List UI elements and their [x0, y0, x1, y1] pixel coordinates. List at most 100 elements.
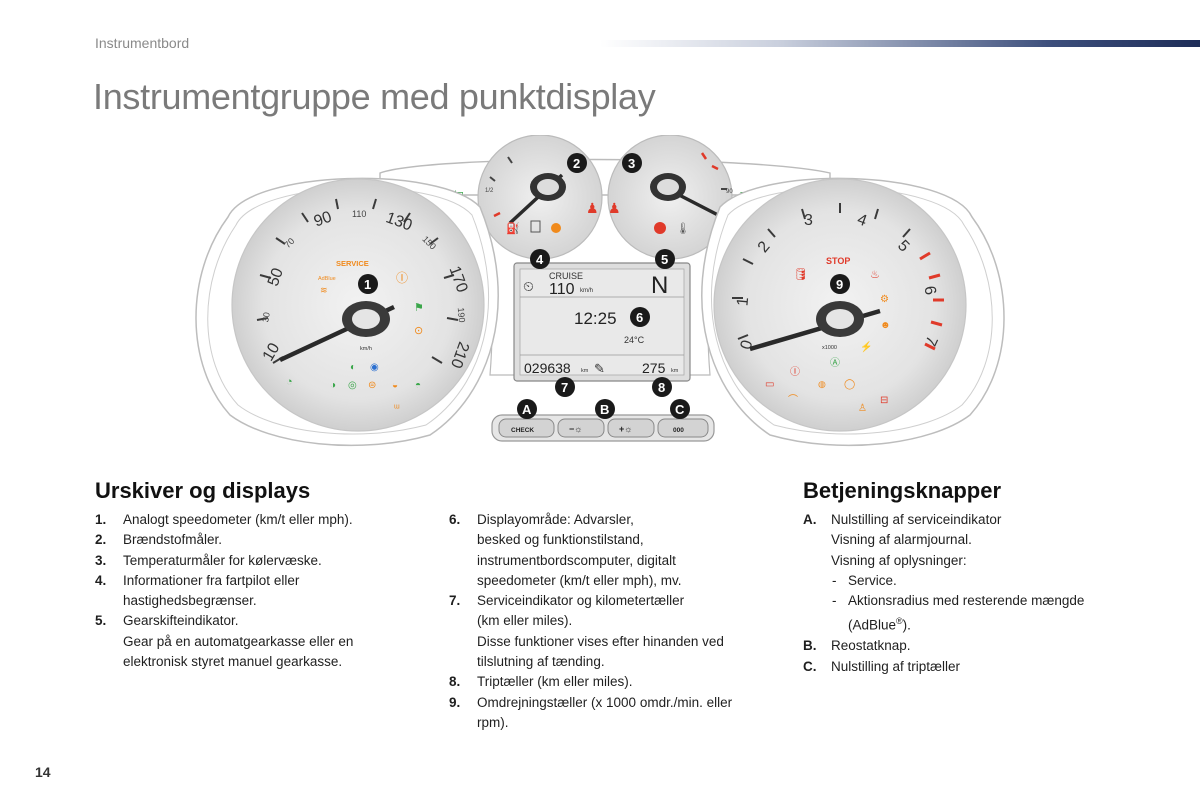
svg-text:9: 9: [836, 277, 843, 292]
callout-1: 1: [358, 274, 378, 294]
dimmer-minus-button[interactable]: −☼: [557, 418, 605, 438]
list-subitem-range: -Aktionsradius med resterende mængde: [832, 593, 1085, 609]
speedo-tick-190: 190: [456, 307, 467, 323]
tachometer-red-zone: [919, 251, 944, 351]
abs-orange-icon: ◍: [818, 379, 826, 389]
speedo-unit-label: km/h: [360, 346, 372, 352]
speedo-tick-10: 10: [260, 340, 284, 364]
temp-tick-90: 90: [726, 189, 733, 195]
svg-text:1: 1: [364, 277, 371, 292]
list-subitem-adblue: (AdBlue®).: [848, 616, 911, 633]
tyre-pressure-icon: Ⓘ: [396, 271, 408, 285]
tacho-stop-label: STOP: [826, 256, 850, 266]
callout-5: 5: [655, 249, 675, 269]
display-cruise-speed: 110: [549, 281, 575, 298]
cruise-control-icon: ⏲: [523, 278, 534, 294]
speedometer-needle: [279, 301, 395, 363]
dipped-beam-icon: ◓: [415, 380, 421, 391]
svg-text:−☼: −☼: [569, 424, 583, 434]
pre-heat-icon: ᵚ: [394, 403, 400, 414]
brake-wear-icon: ◯: [844, 379, 855, 390]
parking-brake-icon: ⊟: [880, 395, 888, 406]
list-column-3: A. Nulstilling af serviceindikator Visni…: [803, 510, 1143, 677]
svg-text:2: 2: [573, 156, 580, 171]
svg-text:5: 5: [661, 252, 668, 267]
battery-icon: ▭: [765, 379, 774, 390]
callout-4: 4: [530, 249, 550, 269]
page-title: Instrumentgruppe med punktdisplay: [93, 76, 656, 117]
front-fog-icon: ◑: [330, 380, 336, 391]
heading-dials-displays: Urskiver og displays: [95, 478, 311, 503]
seat-icon: ♙: [858, 403, 867, 414]
svg-text:CHECK: CHECK: [511, 427, 534, 434]
seatbelt-warning-icon: ♟: [586, 200, 599, 216]
svg-text:A: A: [522, 402, 532, 417]
fog-orange-icon: ◒: [392, 380, 398, 391]
tachometer-tick-marks: [732, 203, 911, 340]
check-button[interactable]: CHECK: [498, 418, 555, 438]
list-item-c: C.Nulstilling af triptæller: [803, 658, 961, 674]
list-item-9: 9.Omdrejningstæller (x 1000 omdr./min. e…: [449, 694, 733, 730]
temp-gauge-needle: [650, 173, 719, 217]
engine-orange-icon: ⚙: [880, 294, 889, 305]
display-outside-temp: 24°C: [624, 335, 645, 345]
svg-text:C: C: [675, 402, 685, 417]
display-trip: 275: [642, 360, 666, 376]
callout-3: 3: [622, 153, 642, 173]
fuel-low-icon: [530, 220, 541, 233]
svg-text:B: B: [600, 402, 609, 417]
tacho-tick-6: 6: [920, 285, 938, 297]
heading-control-buttons: Betjeningsknapper: [803, 478, 1002, 503]
svg-text:4: 4: [536, 252, 544, 267]
speedo-tick-50: 50: [265, 266, 287, 289]
page-number: 14: [35, 764, 51, 780]
list-item-7: 7.Serviceindikator og kilometertæller(km…: [449, 593, 724, 670]
adblue-label: AdBlue: [318, 276, 336, 282]
fuel-pump-icon: ⛽: [506, 222, 520, 235]
adblue-icon: ≋: [320, 285, 328, 295]
coolant-temp-icon: 🌡: [676, 222, 690, 235]
dimmer-plus-button[interactable]: +☼: [607, 418, 655, 438]
driver-assist-icon: ⚑: [414, 302, 424, 314]
list-item-2: 2.Brændstofmåler.: [95, 532, 223, 548]
svg-text:+☼: +☼: [619, 424, 633, 434]
list-item-3: 3.Temperaturmåler for kølervæske.: [95, 552, 322, 568]
abs-icon: Ⓘ: [790, 366, 800, 378]
display-gear-indicator: N: [651, 272, 668, 299]
service-wrench-icon: ✎: [594, 361, 605, 376]
tacho-tick-3: 3: [804, 212, 813, 229]
rear-fog-icon: ◎: [348, 380, 357, 391]
callout-9: 9: [830, 274, 850, 294]
fuel-tick-half: 1/2: [485, 188, 494, 194]
center-display-screen: [519, 268, 685, 376]
svg-text:000: 000: [673, 427, 684, 434]
sidelamps-icon: ⊜: [368, 380, 376, 391]
display-cruise-label: CRUISE: [549, 271, 583, 281]
door-open-icon: ⌒: [788, 394, 798, 406]
display-cruise-unit: km/h: [580, 288, 593, 294]
speedo-tick-110: 110: [352, 209, 366, 219]
speedo-tick-90: 90: [312, 208, 335, 230]
seatbelt-warning-icon-2: ♟: [608, 200, 621, 216]
svg-text:3: 3: [628, 156, 635, 171]
high-beam-icon: ◉: [370, 362, 379, 373]
speedo-service-label: SERVICE: [336, 259, 369, 268]
list-item-b: B.Reostatknap.: [803, 638, 911, 654]
section-label: Instrumentbord: [95, 35, 190, 51]
callout-c: C: [670, 399, 690, 419]
tachometer-needle: [749, 301, 881, 352]
tacho-unit-label: x1000: [822, 345, 837, 351]
callout-b: B: [595, 399, 615, 419]
trip-reset-button[interactable]: 000: [657, 418, 709, 438]
airbag-icon: ☻: [880, 320, 891, 331]
header-gradient-bar: [600, 40, 1200, 47]
list-column-2: 6.Displayområde: Advarsler,besked og fun…: [449, 510, 789, 733]
fuel-warning-orange-dot: [551, 223, 561, 233]
headlamp-icon: ◔: [286, 376, 293, 388]
list-item-6: 6.Displayområde: Advarsler,besked og fun…: [449, 512, 682, 588]
list-column-1: 1.Analogt speedometer (km/t eller mph). …: [95, 510, 425, 672]
steering-icon: ⊙: [414, 325, 423, 337]
callout-2: 2: [567, 153, 587, 173]
callout-a: A: [517, 399, 537, 419]
